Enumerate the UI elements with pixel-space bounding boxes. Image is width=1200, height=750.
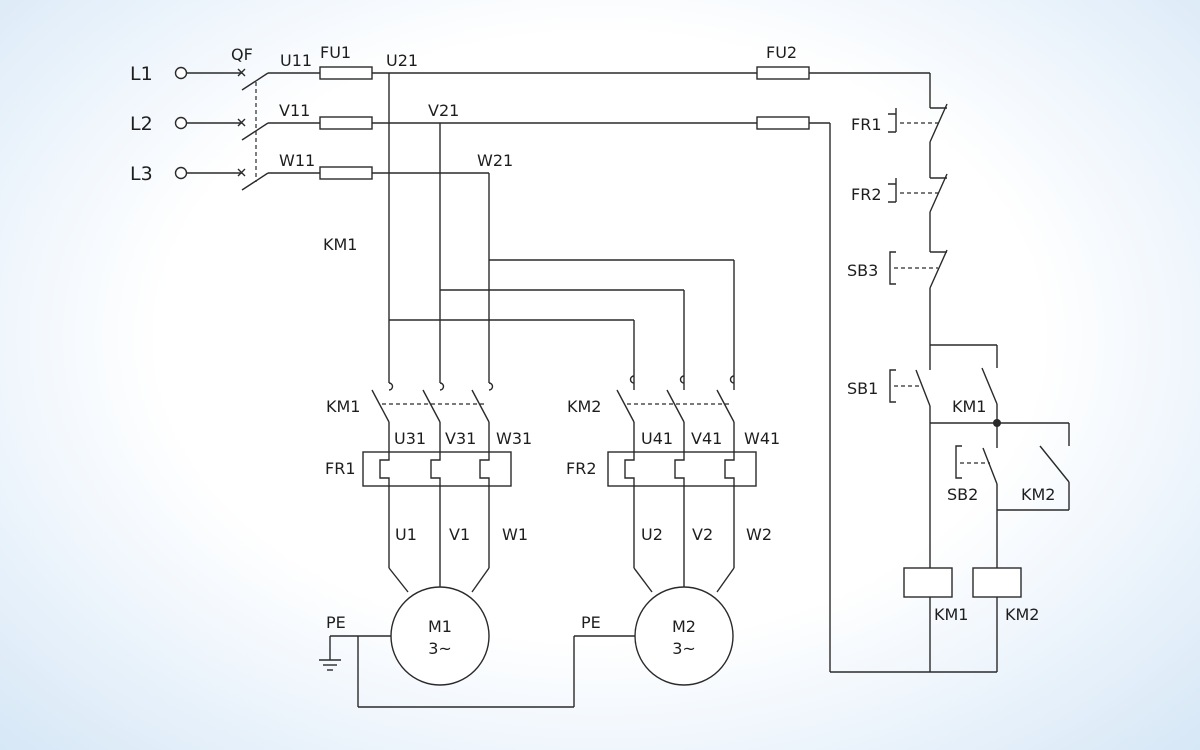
node-w1: W1: [502, 525, 528, 544]
label-fr1: FR1: [325, 459, 356, 478]
node-u31: U31: [394, 429, 426, 448]
node-u2: U2: [641, 525, 663, 544]
fuse-fu2-top: [756, 66, 810, 80]
label-sb2: SB2: [947, 485, 978, 504]
node-v41: V41: [691, 429, 722, 448]
earth-pe: PE PE: [319, 613, 635, 708]
line-label-l2: L2: [130, 113, 153, 135]
fuse-label-fu1: FU1: [320, 43, 351, 62]
fuse-fu1-l2: [319, 116, 373, 130]
fuse-fu2-bottom: [756, 116, 810, 130]
motor-m1-circle: [390, 586, 490, 686]
label-fr2-control: FR2: [851, 185, 882, 204]
node-v21: V21: [428, 101, 459, 120]
label-sb1: SB1: [847, 379, 878, 398]
line-label-l1: L1: [130, 63, 153, 85]
coil-km2: [972, 567, 1022, 598]
overload-fr2: FR2: [566, 451, 757, 487]
terminal-l3: [174, 166, 188, 180]
contactor-km1-contacts: KM1 U31 V31 W31: [326, 382, 532, 452]
coil-km1: [903, 567, 953, 598]
motor-m2: U2 V2 W2 M2 3~: [633, 486, 772, 686]
node-v1: V1: [449, 525, 470, 544]
terminal-l1: [174, 66, 188, 80]
contactor-km2-contacts: KM2 U41 V41 W41: [567, 375, 780, 452]
fuse-label-fu2: FU2: [766, 43, 797, 62]
node-u41: U41: [641, 429, 673, 448]
node-v2: V2: [692, 525, 713, 544]
label-km2-coil: KM2: [1005, 605, 1039, 624]
label-km2-aux: KM2: [1021, 485, 1055, 504]
label-pe-2: PE: [581, 613, 601, 632]
line-label-l3: L3: [130, 163, 153, 185]
motor-m2-name: M2: [672, 617, 696, 636]
label-km1: KM1: [326, 397, 360, 416]
node-w11: W11: [279, 151, 315, 170]
node-w31: W31: [496, 429, 532, 448]
motor-m2-type: 3~: [672, 639, 696, 658]
label-pe-1: PE: [326, 613, 346, 632]
main-wiring: U11 V11 W11 FU1 FU2 U21 V21 W21: [268, 43, 930, 672]
label-km1-upper: KM1: [323, 235, 357, 254]
node-v31: V31: [445, 429, 476, 448]
supply-lines: L1 L2 L3: [130, 63, 242, 185]
label-km2: KM2: [567, 397, 601, 416]
node-u11: U11: [280, 51, 312, 70]
label-fr1-control: FR1: [851, 115, 882, 134]
motor-m1: U1 V1 W1 M1 3~: [388, 486, 528, 686]
breaker-label: QF: [231, 45, 253, 64]
label-km1-coil: KM1: [934, 605, 968, 624]
motor-m1-name: M1: [428, 617, 452, 636]
fuse-fu1-l3: [319, 166, 373, 180]
label-km1-aux: KM1: [952, 397, 986, 416]
overload-fr1: FR1: [325, 451, 512, 487]
motor-m1-type: 3~: [428, 639, 452, 658]
breaker-qf: QF: [231, 45, 269, 191]
node-v11: V11: [279, 101, 310, 120]
node-w2: W2: [746, 525, 772, 544]
motor-m2-circle: [634, 586, 734, 686]
node-u21: U21: [386, 51, 418, 70]
node-w21: W21: [477, 151, 513, 170]
label-fr2: FR2: [566, 459, 597, 478]
fuse-fu1-l1: [319, 66, 373, 80]
node-w41: W41: [744, 429, 780, 448]
terminal-l2: [174, 116, 188, 130]
label-sb3: SB3: [847, 261, 878, 280]
control-circuit: FR1 FR2 SB3 SB1 KM1: [830, 73, 1070, 673]
node-u1: U1: [395, 525, 417, 544]
